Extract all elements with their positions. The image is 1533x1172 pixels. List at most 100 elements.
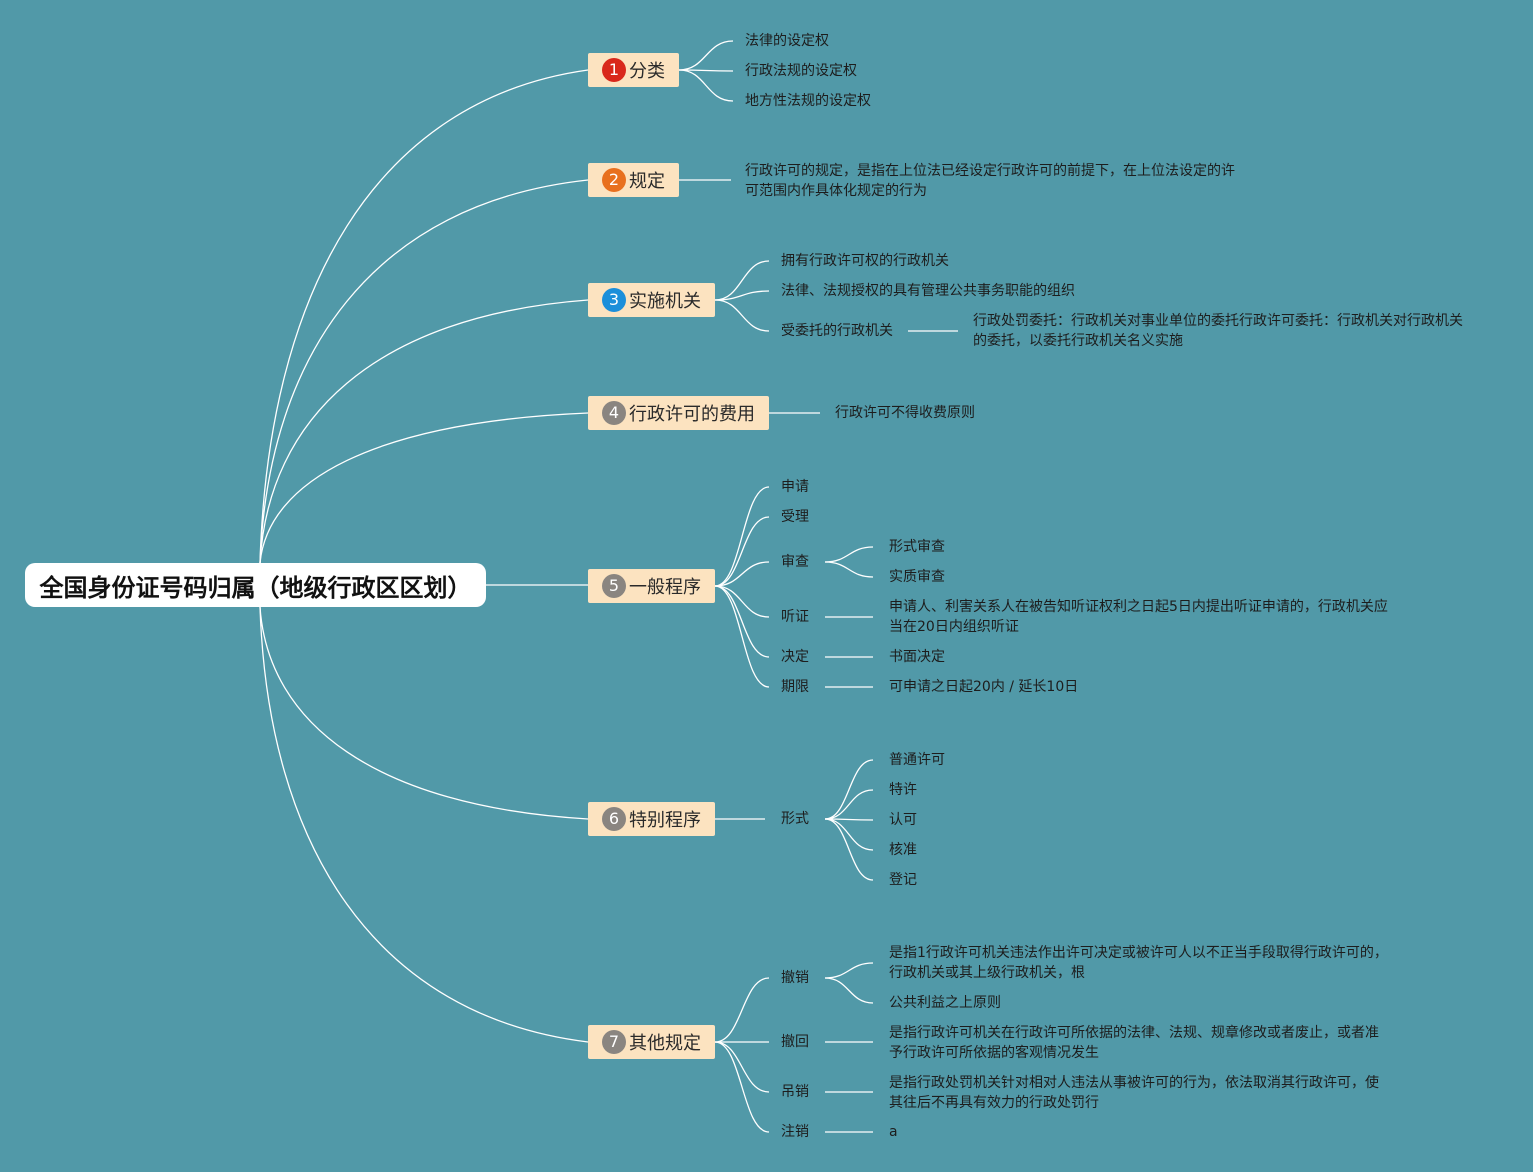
connector-line <box>259 606 589 1043</box>
connector-line <box>824 759 874 820</box>
topic-text-line: 行政许可的规定，是指在上位法已经设定行政许可的前提下，在上位法设定的许 <box>745 163 1235 179</box>
branch-topic-label: 行政许可的费用 <box>629 404 755 425</box>
connector-line <box>714 1041 770 1133</box>
connector-line <box>714 290 770 301</box>
number-badge: 5 <box>602 574 626 598</box>
detail-topic: 实质审查 <box>889 569 945 585</box>
detail-topic: a <box>889 1124 898 1140</box>
topic-text-line: 可范围内作具体化规定的行为 <box>745 183 927 199</box>
subtopic: 注销 <box>781 1124 809 1140</box>
subtopic: 行政法规的设定权 <box>745 63 857 79</box>
subtopic: 期限 <box>781 679 809 695</box>
detail-topic: 登记 <box>889 872 917 888</box>
topic-text-line: 是指1行政许可机关违法作出许可决定或被许可人以不正当手段取得行政许可的， <box>889 945 1388 961</box>
subtopic: 听证 <box>781 609 809 625</box>
subtopic: 申请 <box>781 479 809 495</box>
connector-line <box>259 179 589 564</box>
connector-line <box>824 977 874 1004</box>
branch-topic-special-procedure: 6 特别程序 <box>588 802 715 836</box>
detail-topic: 书面决定 <box>889 649 945 665</box>
subtopic: 撤回 <box>781 1034 809 1050</box>
branch-topic-general-procedure: 5 一般程序 <box>588 569 715 603</box>
connector-line <box>678 69 734 102</box>
topic-text-line: 其往后不再具有效力的行政处罚行 <box>889 1095 1099 1111</box>
number-badge: 7 <box>602 1030 626 1054</box>
subtopic: 拥有行政许可权的行政机关 <box>781 253 949 269</box>
central-topic-label: 全国身份证号码归属（地级行政区区划） <box>39 573 472 602</box>
connector-line <box>714 299 770 332</box>
subtopic: 决定 <box>781 649 809 665</box>
topic-text-line: 行政处罚委托：行政机关对事业单位的委托行政许可委托：行政机关对行政机关 <box>973 313 1463 329</box>
branch-topic-implementing-agency: 3 实施机关 <box>588 283 715 317</box>
subtopic: 撤销 <box>781 970 809 986</box>
subtopic: 吊销 <box>781 1084 809 1100</box>
connector-line <box>259 299 589 564</box>
connector-line <box>714 585 770 618</box>
detail-topic: 是指行政处罚机关针对相对人违法从事被许可的行为，依法取消其行政许可，使 其往后不… <box>889 1073 1379 1113</box>
topic-text-line: 是指行政处罚机关针对相对人违法从事被许可的行为，依法取消其行政许可，使 <box>889 1075 1379 1091</box>
detail-topic: 特许 <box>889 782 917 798</box>
topic-text-line: 予行政许可所依据的客观情况发生 <box>889 1045 1099 1061</box>
number-badge: 1 <box>602 58 626 82</box>
number-badge: 6 <box>602 807 626 831</box>
connector-line <box>678 40 734 71</box>
connector-line <box>824 789 874 820</box>
subtopic: 受委托的行政机关 <box>781 323 893 339</box>
connector-line <box>714 486 770 587</box>
branch-topic-provisions: 2 规定 <box>588 163 679 197</box>
number-badge: 4 <box>602 401 626 425</box>
detail-topic: 是指行政许可机关在行政许可所依据的法律、法规、规章修改或者废止，或者准 予行政许… <box>889 1023 1379 1063</box>
connector-line <box>824 561 874 578</box>
connector-line <box>714 585 770 658</box>
connector-line <box>714 585 770 688</box>
topic-text-line: 行政机关或其上级行政机关，根 <box>889 965 1085 981</box>
connector-line <box>714 1041 770 1093</box>
topic-text-line: 是指行政许可机关在行政许可所依据的法律、法规、规章修改或者废止，或者准 <box>889 1025 1379 1041</box>
connector-line <box>714 516 770 587</box>
connector-line <box>259 69 589 564</box>
branch-topic-label: 特别程序 <box>629 810 701 831</box>
central-topic: 全国身份证号码归属（地级行政区区划） <box>25 563 486 607</box>
detail-topic: 形式审查 <box>889 539 945 555</box>
branch-topic-classification: 1 分类 <box>588 53 679 87</box>
branch-topic-other-provisions: 7 其他规定 <box>588 1025 715 1059</box>
connector-line <box>259 412 589 564</box>
number-badge: 2 <box>602 168 626 192</box>
branch-topic-label: 实施机关 <box>629 291 701 312</box>
topic-text-line: 的委托，以委托行政机关名义实施 <box>973 333 1183 349</box>
subtopic: 审查 <box>781 554 809 570</box>
branch-topic-label: 分类 <box>629 61 665 82</box>
branch-topic-label: 规定 <box>629 171 665 192</box>
connector-line <box>824 962 874 979</box>
connector-line <box>714 561 770 587</box>
connector-line <box>714 260 770 301</box>
subtopic: 法律的设定权 <box>745 33 829 49</box>
topic-text-line: 申请人、利害关系人在被告知听证权利之日起5日内提出听证申请的，行政机关应 <box>889 599 1388 615</box>
subtopic: 法律、法规授权的具有管理公共事务职能的组织 <box>781 283 1075 299</box>
connector-line <box>824 818 874 881</box>
number-badge: 3 <box>602 288 626 312</box>
detail-topic: 普通许可 <box>889 752 945 768</box>
subtopic: 地方性法规的设定权 <box>745 93 871 109</box>
branch-topic-fees: 4 行政许可的费用 <box>588 396 769 430</box>
detail-topic: 核准 <box>889 842 917 858</box>
connector-line <box>824 546 874 563</box>
connector-line <box>259 606 589 820</box>
detail-topic: 公共利益之上原则 <box>889 995 1001 1011</box>
detail-topic: 认可 <box>889 812 917 828</box>
detail-topic: 申请人、利害关系人在被告知听证权利之日起5日内提出听证申请的，行政机关应 当在2… <box>889 597 1388 637</box>
topic-text-line: 当在20日内组织听证 <box>889 619 1019 635</box>
subtopic: 形式 <box>781 811 809 827</box>
subtopic: 行政许可不得收费原则 <box>835 405 975 421</box>
subtopic: 受理 <box>781 509 809 525</box>
detail-topic: 行政处罚委托：行政机关对事业单位的委托行政许可委托：行政机关对行政机关 的委托，… <box>973 311 1463 351</box>
branch-topic-label: 一般程序 <box>629 577 701 598</box>
subtopic: 行政许可的规定，是指在上位法已经设定行政许可的前提下，在上位法设定的许 可范围内… <box>745 161 1235 201</box>
branch-topic-label: 其他规定 <box>629 1033 701 1054</box>
connector-line <box>824 818 874 851</box>
detail-topic: 是指1行政许可机关违法作出许可决定或被许可人以不正当手段取得行政许可的， 行政机… <box>889 943 1388 983</box>
connector-line <box>714 977 770 1043</box>
detail-topic: 可申请之日起20内 / 延长10日 <box>889 679 1079 695</box>
